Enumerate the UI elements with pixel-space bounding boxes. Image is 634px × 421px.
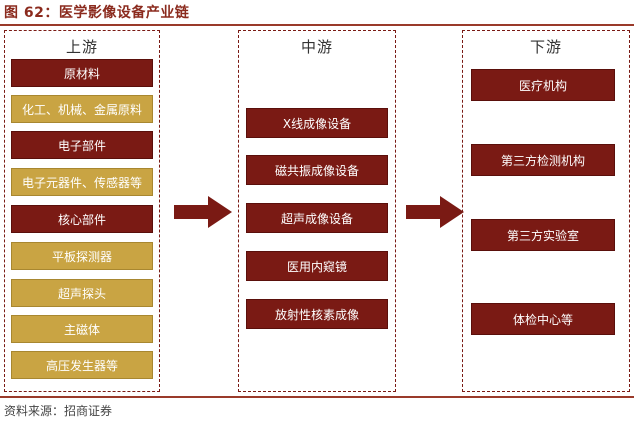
upstream-item-flat-panel-detector: 平板探测器	[11, 242, 153, 270]
upstream-item-core-parts: 核心部件	[11, 205, 153, 233]
figure-title: 图 62：医学影像设备产业链	[4, 5, 190, 21]
upstream-item-ultrasound-probe: 超声探头	[11, 279, 153, 307]
midstream-item-nuclear-imaging: 放射性核素成像	[246, 299, 388, 329]
downstream-item-checkup-centers: 体检中心等	[471, 303, 615, 335]
midstream-item-xray: X线成像设备	[246, 108, 388, 138]
midstream-item-mri: 磁共振成像设备	[246, 155, 388, 185]
midstream-item-ultrasound: 超声成像设备	[246, 203, 388, 233]
downstream-header: 下游	[529, 38, 562, 56]
arrow-right-icon	[406, 196, 464, 228]
downstream-item-third-party-testing: 第三方检测机构	[471, 144, 615, 176]
source-note: 资料来源：招商证券	[4, 404, 113, 418]
arrow-right-icon	[174, 196, 232, 228]
downstream-panel: 下游 医疗机构 第三方检测机构 第三方实验室 体检中心等	[462, 30, 630, 392]
downstream-item-medical-institutions: 医疗机构	[471, 69, 615, 101]
upstream-item-chemical-materials: 化工、机械、金属原料	[11, 95, 153, 123]
upstream-item-raw-materials: 原材料	[11, 59, 153, 87]
upstream-item-electronic-parts: 电子部件	[11, 131, 153, 159]
upstream-item-components-sensors: 电子元器件、传感器等	[11, 168, 153, 196]
upstream-item-main-magnet: 主磁体	[11, 315, 153, 343]
midstream-panel: 中游 X线成像设备 磁共振成像设备 超声成像设备 医用内窥镜 放射性核素成像	[238, 30, 396, 392]
midstream-header: 中游	[300, 38, 333, 56]
bottom-rule	[0, 396, 634, 398]
upstream-item-hv-generator: 高压发生器等	[11, 351, 153, 379]
downstream-item-third-party-lab: 第三方实验室	[471, 219, 615, 251]
upstream-header: 上游	[65, 38, 98, 56]
upstream-panel: 上游 原材料 化工、机械、金属原料 电子部件 电子元器件、传感器等 核心部件 平…	[4, 30, 160, 392]
top-rule	[0, 24, 634, 26]
midstream-item-endoscope: 医用内窥镜	[246, 251, 388, 281]
